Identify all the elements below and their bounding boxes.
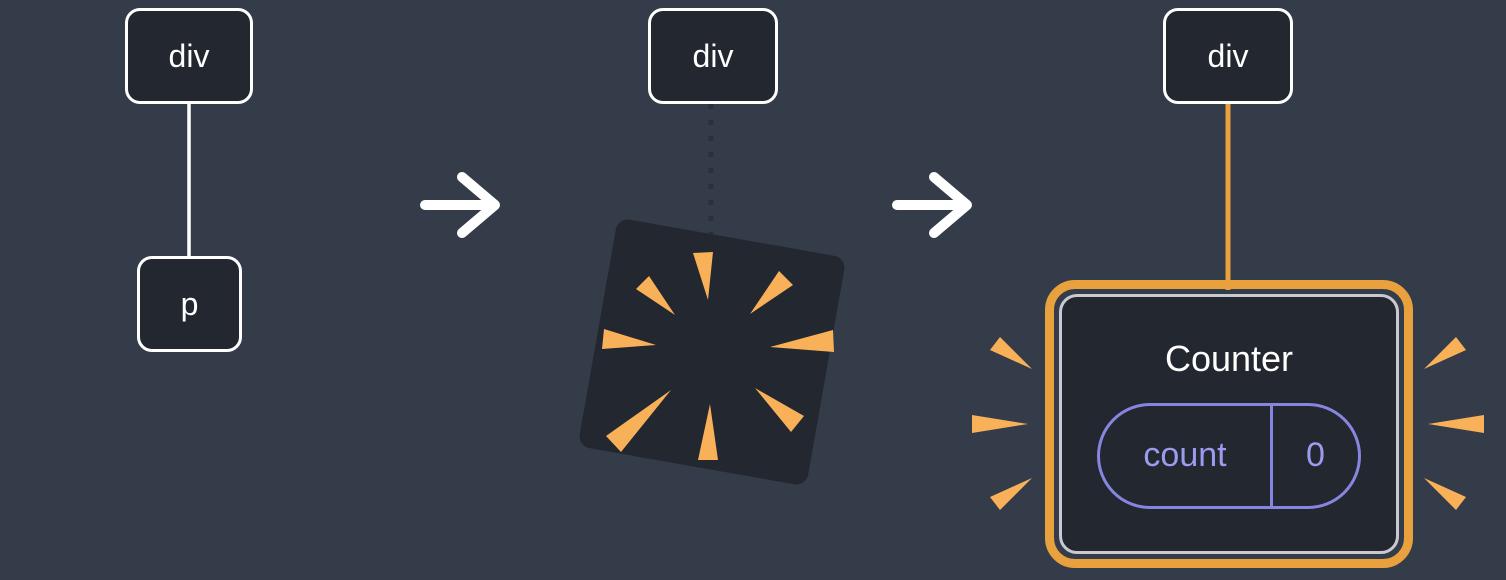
dom-node-label: div xyxy=(168,37,210,74)
sparkle-ray-icon xyxy=(602,329,656,349)
arrow-right-icon xyxy=(892,172,972,238)
sparkle-ray-icon xyxy=(1424,478,1466,510)
state-value: 0 xyxy=(1270,405,1358,506)
sparkle-ray-icon xyxy=(636,276,675,315)
dom-node-label: p xyxy=(180,285,199,322)
sparkle-ray-icon xyxy=(972,415,1028,433)
counter-component-card: Counter count 0 xyxy=(1059,294,1399,554)
sparkle-ray-icon xyxy=(990,337,1032,369)
dom-node-div: div xyxy=(1163,8,1293,104)
emphasis-rays-icon xyxy=(972,337,1484,510)
counter-component-highlight-frame: Counter count 0 xyxy=(1045,280,1413,568)
component-title: Counter xyxy=(1164,338,1294,380)
arrow-right-icon xyxy=(420,172,500,238)
sparkle-ray-icon xyxy=(1428,415,1484,433)
sparkle-ray-icon xyxy=(750,271,793,314)
sparkle-burst-icon xyxy=(602,252,834,460)
sparkle-ray-icon xyxy=(1424,337,1466,369)
state-name: count xyxy=(1143,436,1227,475)
dom-node-label: div xyxy=(692,37,734,74)
sparkle-ray-icon xyxy=(606,390,671,452)
sparkle-ray-icon xyxy=(770,330,834,352)
state-pill: count 0 xyxy=(1097,402,1361,509)
dom-node-label: div xyxy=(1207,37,1249,74)
sparkle-ray-icon xyxy=(698,404,718,460)
dom-node-div: div xyxy=(125,8,253,104)
dom-node-p: p xyxy=(137,256,242,352)
dom-node-div: div xyxy=(648,8,778,104)
sparkle-ray-icon xyxy=(755,388,804,432)
sparkle-ray-icon xyxy=(693,252,713,300)
sparkle-ray-icon xyxy=(990,478,1032,510)
